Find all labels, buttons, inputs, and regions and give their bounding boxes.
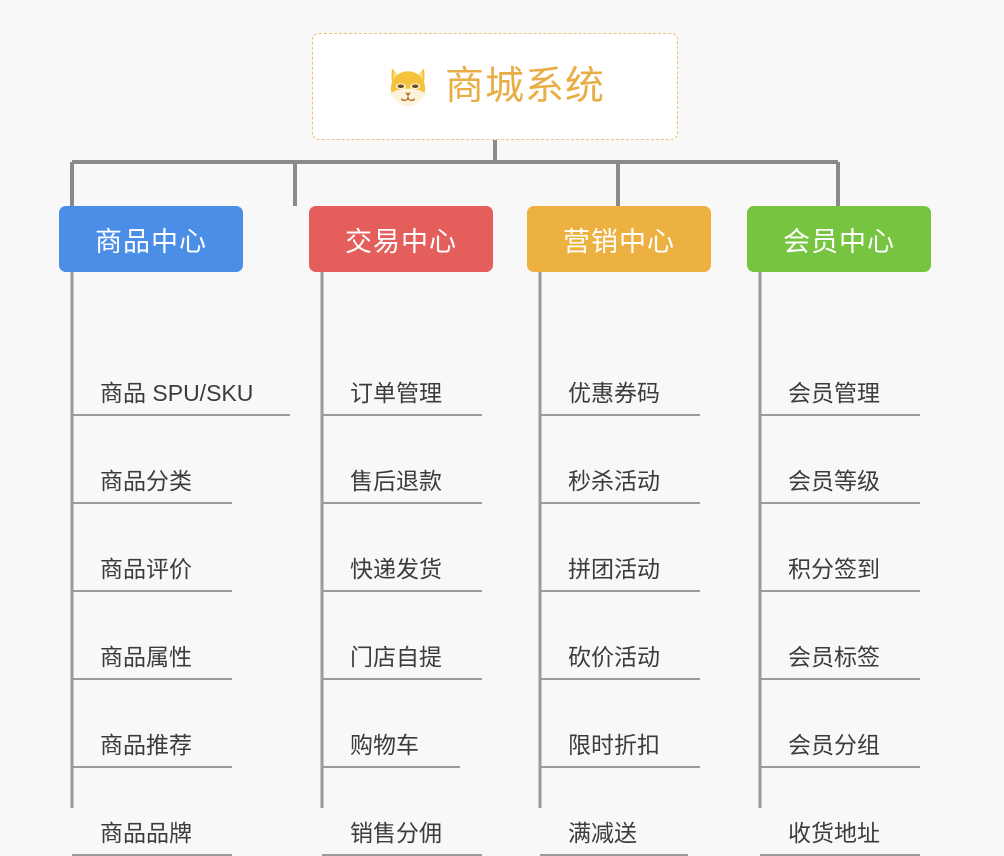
category-label: 交易中心 [345, 226, 457, 257]
category-label: 商品中心 [95, 226, 207, 257]
category-header-3[interactable]: 会员中心 [747, 206, 931, 272]
leaf-list-0: 商品 SPU/SKU 商品分类商品评价商品属性商品推荐商品品牌 [59, 272, 290, 856]
category-column-0: 商品中心商品 SPU/SKU 商品分类商品评价商品属性商品推荐商品品牌 [59, 206, 290, 856]
category-column-2: 营销中心优惠券码秒杀活动拼团活动砍价活动限时折扣满减送 [527, 206, 711, 856]
leaf-item[interactable]: 商品属性 [72, 642, 232, 680]
leaf-item-label: 门店自提 [350, 644, 442, 670]
leaf-item[interactable]: 商品分类 [72, 466, 232, 504]
leaf-item-label: 会员标签 [788, 644, 880, 670]
leaf-item[interactable]: 商品 SPU/SKU [72, 378, 290, 416]
leaf-item-label: 快递发货 [350, 556, 442, 582]
root-title: 商城系统 [444, 65, 605, 108]
leaf-item-label: 积分签到 [788, 556, 880, 582]
leaf-item[interactable]: 砍价活动 [540, 642, 700, 680]
leaf-item[interactable]: 快递发货 [322, 554, 482, 592]
leaf-item-label: 拼团活动 [568, 556, 660, 582]
leaf-item[interactable]: 收货地址 [760, 818, 920, 856]
shiba-dog-face-icon [390, 67, 426, 106]
leaf-item-label: 会员等级 [788, 468, 880, 494]
leaf-item[interactable]: 销售分佣 [322, 818, 482, 856]
leaf-item[interactable]: 满减送 [540, 818, 688, 856]
leaf-item[interactable]: 积分签到 [760, 554, 920, 592]
leaf-item[interactable]: 订单管理 [322, 378, 482, 416]
leaf-item[interactable]: 秒杀活动 [540, 466, 700, 504]
leaf-list-2: 优惠券码秒杀活动拼团活动砍价活动限时折扣满减送 [527, 272, 711, 856]
leaf-item-label: 商品 SPU/SKU [100, 380, 254, 406]
leaf-item[interactable]: 会员标签 [760, 642, 920, 680]
leaf-item-label: 售后退款 [350, 468, 442, 494]
leaf-item[interactable]: 商品品牌 [72, 818, 232, 856]
leaf-item-label: 收货地址 [788, 820, 880, 846]
category-column-1: 交易中心订单管理售后退款快递发货门店自提购物车销售分佣 [309, 206, 493, 856]
category-column-3: 会员中心会员管理会员等级积分签到会员标签会员分组收货地址 [747, 206, 931, 856]
leaf-item[interactable]: 会员管理 [760, 378, 920, 416]
leaf-item[interactable]: 商品评价 [72, 554, 232, 592]
leaf-item[interactable]: 会员等级 [760, 466, 920, 504]
leaf-item[interactable]: 购物车 [322, 730, 460, 768]
root-node[interactable]: 商城系统 [312, 33, 678, 140]
leaf-item-label: 商品品牌 [100, 820, 192, 846]
leaf-item-label: 商品属性 [100, 644, 192, 670]
leaf-item-label: 会员管理 [788, 380, 880, 406]
leaf-item[interactable]: 拼团活动 [540, 554, 700, 592]
leaf-item-label: 订单管理 [350, 380, 442, 406]
category-header-1[interactable]: 交易中心 [309, 206, 493, 272]
leaf-item-label: 商品分类 [100, 468, 192, 494]
category-header-2[interactable]: 营销中心 [527, 206, 711, 272]
category-label: 会员中心 [783, 226, 895, 257]
leaf-item-label: 优惠券码 [568, 380, 660, 406]
leaf-item[interactable]: 限时折扣 [540, 730, 700, 768]
leaf-item[interactable]: 优惠券码 [540, 378, 700, 416]
leaf-item[interactable]: 售后退款 [322, 466, 482, 504]
leaf-item[interactable]: 商品推荐 [72, 730, 232, 768]
leaf-item[interactable]: 门店自提 [322, 642, 482, 680]
category-label: 营销中心 [563, 226, 675, 257]
leaf-item-label: 购物车 [350, 732, 419, 758]
leaf-item-label: 商品推荐 [100, 732, 192, 758]
leaf-item-label: 会员分组 [788, 732, 880, 758]
leaf-list-1: 订单管理售后退款快递发货门店自提购物车销售分佣 [309, 272, 493, 856]
leaf-item-label: 商品评价 [100, 556, 192, 582]
category-header-0[interactable]: 商品中心 [59, 206, 243, 272]
leaf-item[interactable]: 会员分组 [760, 730, 920, 768]
leaf-item-label: 销售分佣 [350, 820, 442, 846]
leaf-item-label: 满减送 [568, 820, 637, 846]
leaf-item-label: 限时折扣 [568, 732, 660, 758]
leaf-list-3: 会员管理会员等级积分签到会员标签会员分组收货地址 [747, 272, 931, 856]
leaf-item-label: 秒杀活动 [568, 468, 660, 494]
leaf-item-label: 砍价活动 [568, 644, 660, 670]
